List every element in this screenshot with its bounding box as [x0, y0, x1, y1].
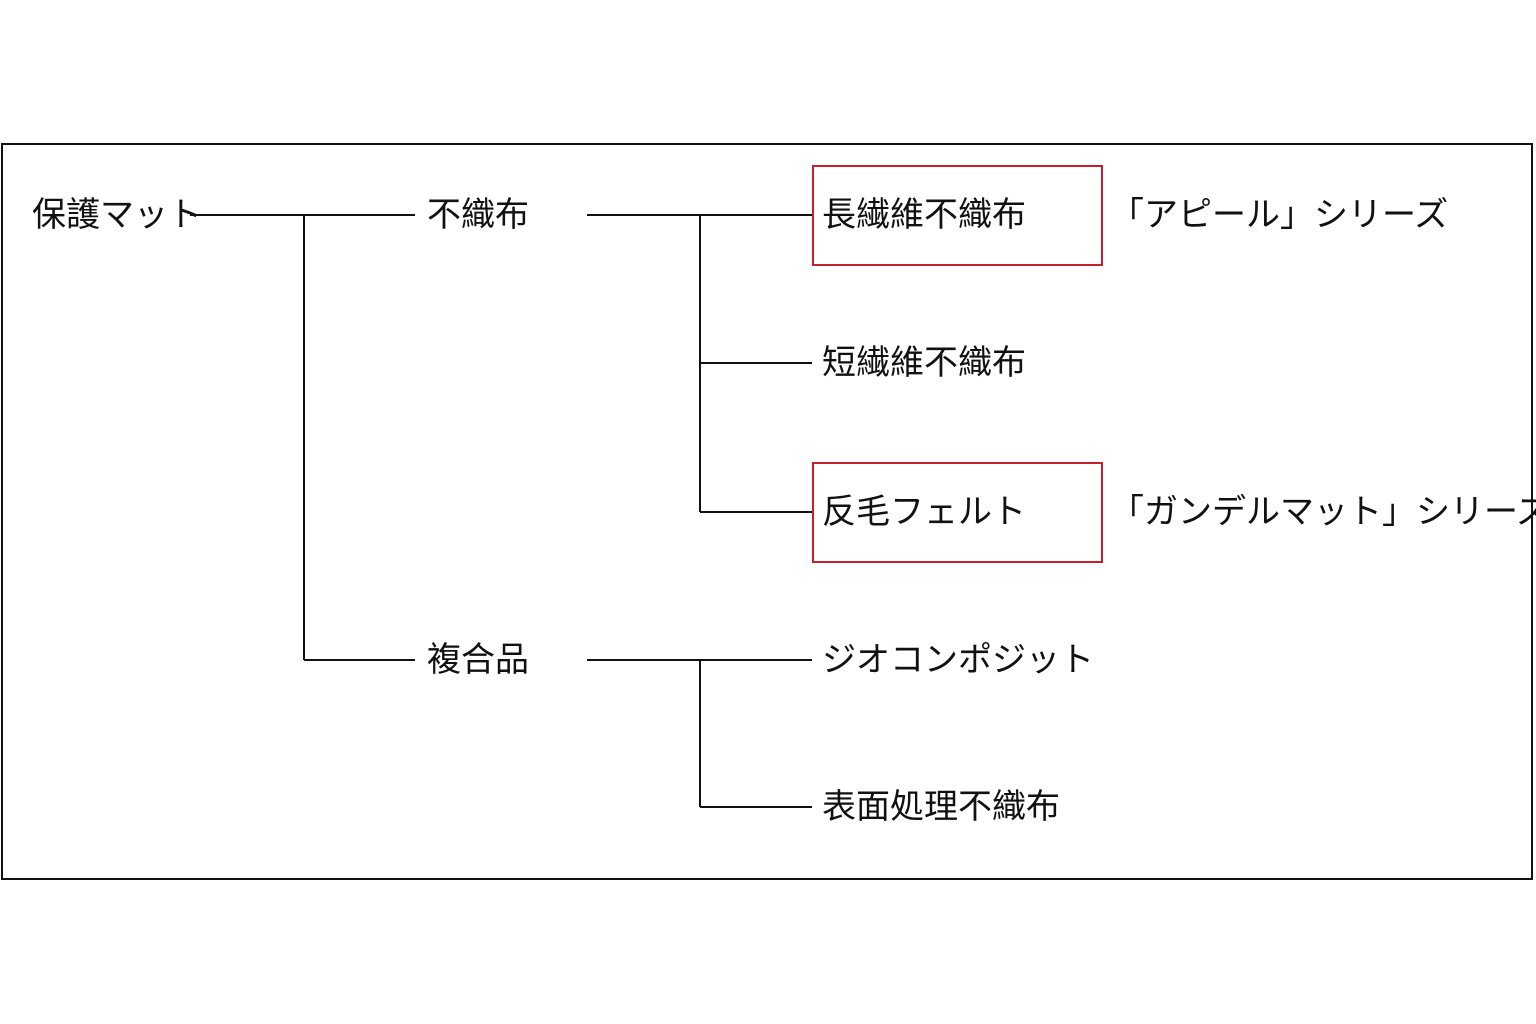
root-node-label: 保護マット [32, 195, 202, 235]
series-gandel-mat-label: 「ガンデルマット」シリーズ [1110, 492, 1536, 532]
series-appeal-label: 「アピール」シリーズ [1110, 195, 1449, 235]
highlight-box-hanmou [812, 462, 1103, 563]
leaf-tanseni-fuusyokufu-label: 短繊維不織布 [822, 343, 1026, 383]
branch-fuusyokufu-label: 不織布 [427, 195, 529, 235]
leaf-geocomposite-label: ジオコンポジット [822, 640, 1094, 680]
leaf-surface-treated-label: 表面処理不織布 [822, 787, 1060, 827]
diagram-frame [1, 143, 1533, 880]
leaf-hanmou-felt-label: 反毛フェルト [822, 492, 1026, 532]
branch-fukugouhin-label: 複合品 [427, 640, 529, 680]
highlight-box-choseni [812, 165, 1103, 266]
leaf-choseni-fuusyokufu-label: 長繊維不織布 [822, 195, 1026, 235]
